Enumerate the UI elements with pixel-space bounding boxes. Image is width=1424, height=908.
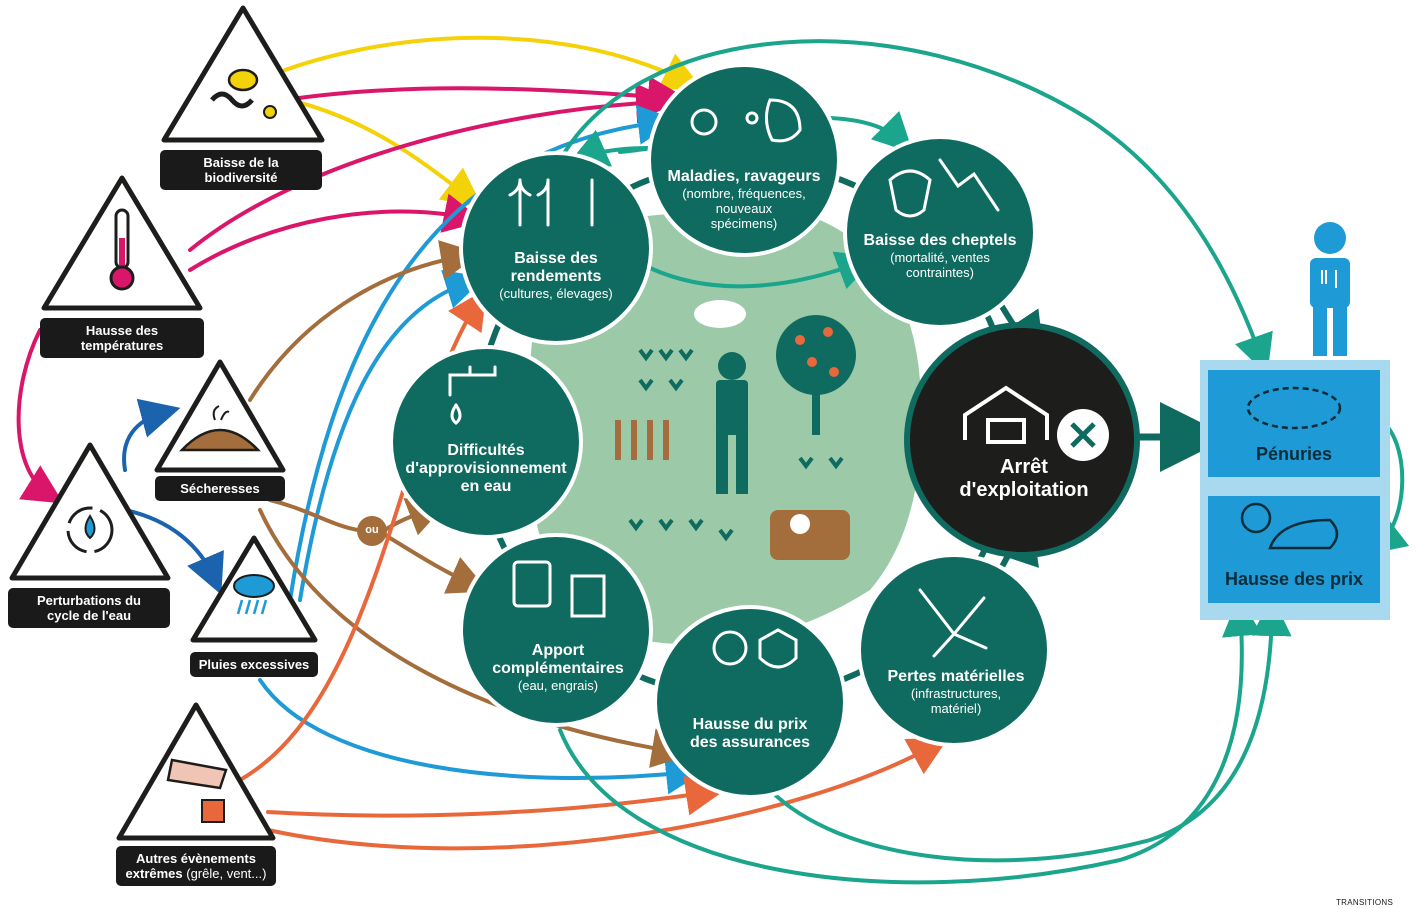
- assurances-text: Hausse du prix des assurances: [660, 716, 840, 752]
- rain-label: Pluies excessives: [190, 652, 318, 677]
- arrow-rendements-penuries: [558, 39, 1273, 376]
- arrow-pluies-assurances: [258, 678, 706, 795]
- rendements-sub: (cultures, élevages): [499, 286, 613, 301]
- eau-circle: [389, 345, 583, 539]
- penuries-label: Pénuries: [1255, 444, 1333, 464]
- coins-bread-icon: [1240, 502, 1339, 550]
- rain-cloud-icon: [233, 574, 275, 615]
- maladies-title: Maladies, ravageurs: [667, 168, 821, 185]
- rendements-title: Baisse des rendements: [510, 250, 602, 285]
- assurances-title: Hausse du prix des assurances: [689, 716, 811, 751]
- prix-box: [1208, 496, 1380, 603]
- water-tap-icon: [448, 365, 497, 425]
- water-cycle-icon: [66, 506, 114, 554]
- bee-worm-icon: [210, 68, 277, 119]
- drought-label: Sécheresses: [155, 476, 285, 501]
- apport-title: Apport complémentaires: [492, 642, 624, 677]
- apport-sub: (eau, engrais): [517, 678, 599, 693]
- cheptels-circle: [843, 135, 1037, 329]
- arrow-cycle-pluies: [123, 508, 224, 595]
- cheptels-sub: (mortalité, ventes contraintes): [890, 250, 990, 280]
- dry-soil-icon: [179, 405, 261, 452]
- arret-title: Arrêt d'exploitation: [959, 456, 1089, 501]
- ou-label: ou: [365, 524, 379, 536]
- arrow-biodiversity-maladies: [283, 35, 703, 90]
- arrow-secheresses-assurances: [258, 508, 692, 768]
- arrow-assurances-prix: [768, 596, 1292, 863]
- arrow-pluies-rendements: [298, 270, 486, 602]
- bread-icon: [1246, 386, 1342, 430]
- arrow-maladies-rendements: [567, 129, 652, 167]
- rendements-text: Baisse des rendements (cultures, élevage…: [466, 250, 646, 301]
- eau-title: Difficultés d'approvisionnement en eau: [405, 442, 567, 495]
- eau-text: Difficultés d'approvisionnement en eau: [393, 442, 579, 496]
- maladies-text: Maladies, ravageurs (nombre, fréquences,…: [654, 168, 834, 231]
- broken-glass-icon: [918, 588, 988, 658]
- arrow-apport-prix: [558, 596, 1262, 885]
- cheptels-title: Baisse des cheptels: [863, 232, 1017, 249]
- arrow-biodiversity-rendements: [288, 98, 483, 208]
- barn-icon: [963, 385, 1049, 444]
- windsock-hail-icon: [166, 758, 228, 823]
- arrow-ou-apport: [383, 533, 489, 594]
- pertes-text: Pertes matérielles (infrastructures, mat…: [866, 668, 1046, 716]
- maladies-sub: (nombre, fréquences, nouveaux spécimens): [682, 186, 806, 231]
- cow-decline-icon: [888, 158, 1000, 218]
- wheat-icon: [508, 178, 594, 227]
- pertes-title: Pertes matérielles: [887, 668, 1025, 685]
- apport-circle: [459, 533, 653, 727]
- coins-shield-icon: [712, 628, 798, 669]
- arrow-extremes-assurances: [266, 775, 726, 818]
- ou-connector: [357, 516, 387, 546]
- person-icon: [1310, 222, 1350, 356]
- arrow-cycle-secheresses: [122, 398, 181, 472]
- arrow-biodiversity-maladies-m: [283, 76, 688, 117]
- water-tank-icon: [512, 560, 606, 618]
- arrow-temp-cycle: [16, 328, 64, 504]
- arrow-maladies-cheptels: [828, 110, 914, 154]
- arrow-rendements-cheptels: [648, 251, 878, 290]
- prix-label: Hausse des prix: [1224, 569, 1364, 589]
- thermometer-icon: [109, 208, 135, 291]
- arrow-secheresses-ou: [268, 498, 360, 532]
- farm-scene: [615, 300, 856, 560]
- assurances-circle: [653, 605, 847, 799]
- arrow-temp-rendements: [188, 193, 484, 272]
- arrow-secheresses-rendements: [248, 240, 481, 402]
- arrow-extremes-pertes: [266, 737, 949, 851]
- water-cycle-triangle: [9, 442, 171, 581]
- apport-text: Apport complémentaires (eau, engrais): [468, 642, 648, 693]
- arret-text: Arrêt d'exploitation: [924, 456, 1124, 502]
- brand-logo: TRANSITIONS: [1336, 898, 1394, 907]
- bacteria-icon: [690, 98, 802, 143]
- rendements-circle: [459, 151, 653, 345]
- cheptels-text: Baisse des cheptels (mortalité, ventes c…: [850, 232, 1030, 280]
- pertes-circle: [857, 553, 1051, 747]
- arrow-temp-maladies: [188, 83, 676, 252]
- pertes-sub: (infrastructures, matériel): [910, 686, 1002, 716]
